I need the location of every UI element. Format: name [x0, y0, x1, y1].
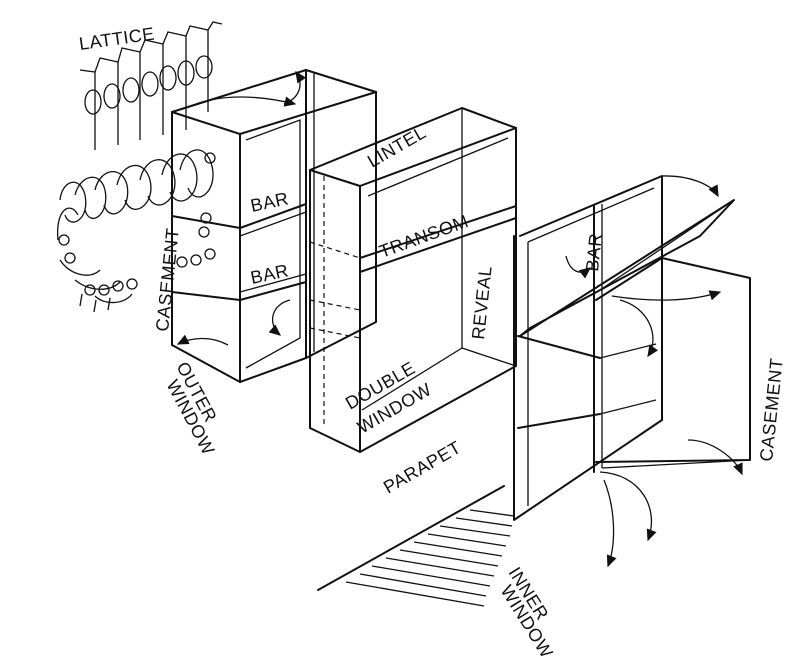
- double-window-drawing: [309, 107, 517, 453]
- outer-window-drawing: [171, 69, 377, 383]
- inner-window-drawing: [513, 175, 751, 568]
- label-transom: TRANSOM: [377, 211, 472, 262]
- label-bar-right: BAR: [582, 232, 606, 272]
- parapet-hatching: [317, 485, 515, 607]
- label-casement-right: CASEMENT: [756, 357, 787, 463]
- label-lattice: LATTICE: [78, 24, 156, 54]
- label-bar-bottom: BAR: [249, 260, 291, 288]
- label-casement-left: CASEMENT: [152, 227, 183, 333]
- lattice-drawing: [56, 21, 223, 313]
- label-parapet: PARAPET: [380, 437, 465, 497]
- label-reveal: REVEAL: [468, 265, 496, 341]
